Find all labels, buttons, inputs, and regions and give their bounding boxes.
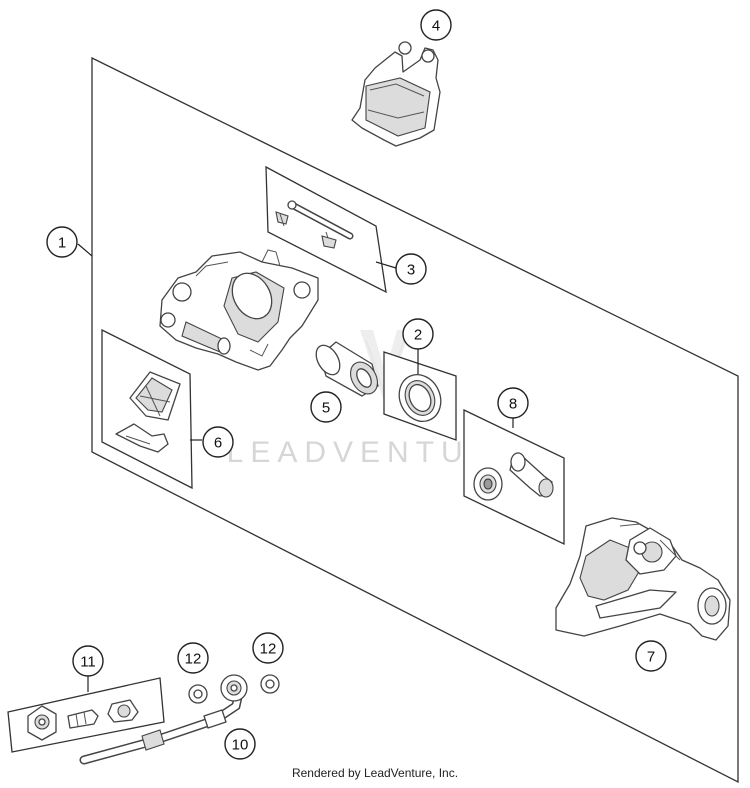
callout-3[interactable]: 3 [395,253,427,285]
piston-seal-part[interactable] [392,368,449,428]
banjo-bolt-part[interactable] [107,699,139,723]
callout-7[interactable]: 7 [635,640,667,672]
callout-11[interactable]: 11 [72,645,104,677]
callout-6[interactable]: 6 [202,426,234,458]
sealing-washer-part[interactable] [260,674,280,694]
footer-credit: Rendered by LeadVenture, Inc. [291,766,459,780]
slide-pin-part[interactable] [509,452,554,498]
pin-kit-panel [265,165,387,294]
callout-1[interactable]: 1 [46,226,78,258]
banjo-fitting-part[interactable] [27,705,57,741]
pad-guide-part[interactable] [115,423,169,453]
brake-pads-part[interactable] [351,41,441,147]
callout-5[interactable]: 5 [310,391,342,423]
boot-part[interactable] [473,467,503,501]
caliper-body-part[interactable] [159,249,319,371]
callout-8[interactable]: 8 [497,387,529,419]
leader-lines [77,243,514,692]
bushing-kit-panel [463,408,565,546]
pin-clip-part[interactable] [275,211,337,249]
pad-pin-part[interactable] [287,200,354,240]
callout-10[interactable]: 10 [224,728,256,760]
piston-part[interactable] [311,341,383,399]
bleeder-screw-part[interactable] [67,709,99,729]
callout-2[interactable]: 2 [402,318,434,350]
callout-12b[interactable]: 12 [252,632,284,664]
pad-spring-part[interactable] [129,371,181,421]
sealing-washer-part[interactable] [188,684,208,704]
brake-line-part[interactable] [79,674,248,765]
caliper-bracket-part[interactable] [555,517,731,641]
callout-12a[interactable]: 12 [177,642,209,674]
callout-4[interactable]: 4 [420,9,452,41]
